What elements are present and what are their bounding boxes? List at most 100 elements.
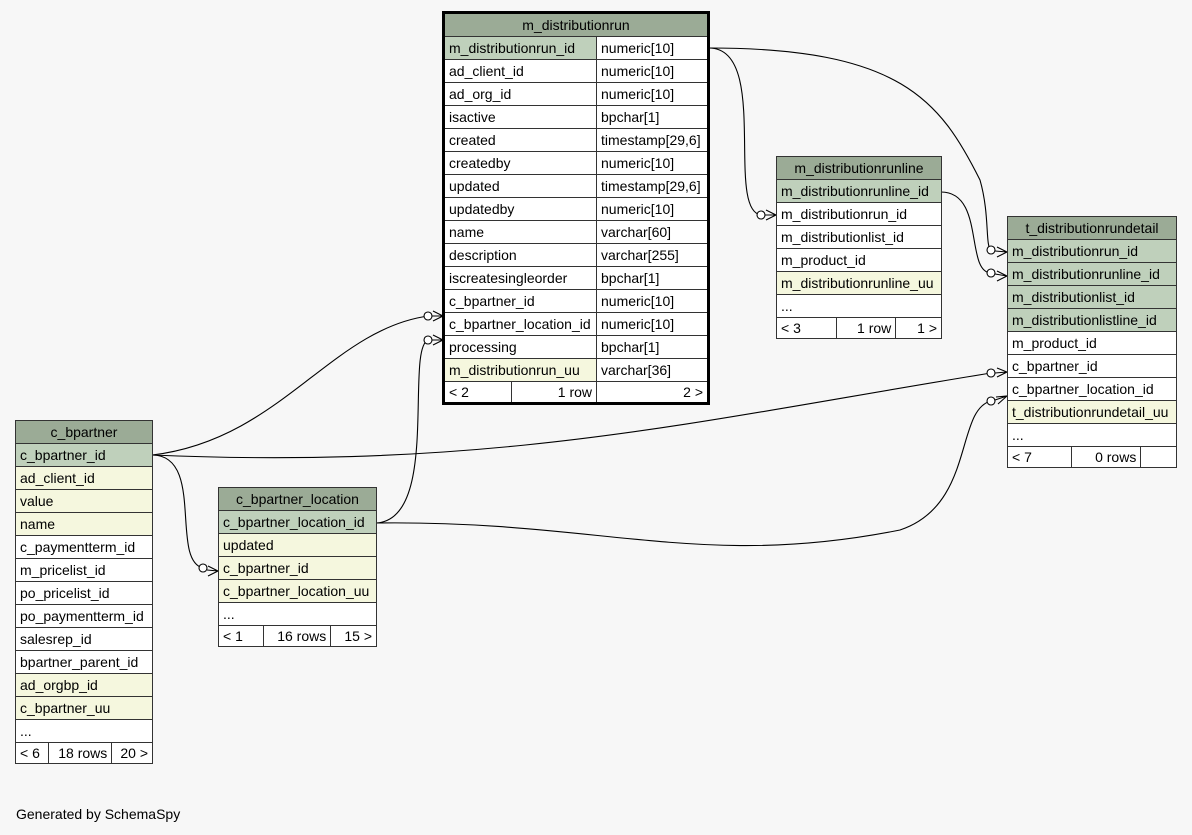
column-name[interactable]: bpartner_parent_id [15,650,153,674]
table-m-distributionrunline[interactable]: m_distributionrunline m_distributionrunl… [776,156,942,339]
column-name[interactable]: c_bpartner_id [218,556,377,580]
column-name[interactable]: po_paymentterm_id [15,604,153,628]
column-name[interactable]: ad_orgbp_id [15,673,153,697]
column-name[interactable]: c_bpartner_id [443,289,597,313]
column-name[interactable]: c_bpartner_id [15,443,153,467]
column-name[interactable]: c_bpartner_location_uu [218,579,377,603]
children-link[interactable]: 2 > [596,381,709,404]
column-name[interactable]: c_bpartner_uu [15,696,153,720]
table-row[interactable]: m_distributionlistline_id [1007,308,1177,332]
table-row[interactable]: c_bpartner_id [218,556,377,580]
column-name[interactable]: po_pricelist_id [15,581,153,605]
table-row[interactable]: ad_orgbp_id [15,673,153,697]
parents-link[interactable]: < 1 [218,625,264,647]
table-row[interactable]: m_distributionrunline_id [1007,262,1177,286]
column-name[interactable]: m_product_id [776,248,942,272]
table-row[interactable]: m_distributionrunline_id [776,179,942,203]
column-name[interactable]: c_bpartner_location_id [443,312,597,336]
parents-link[interactable]: < 7 [1007,446,1072,468]
column-name[interactable]: processing [443,335,597,359]
children-link[interactable]: 1 > [895,317,942,339]
column-name[interactable]: iscreatesingleorder [443,266,597,290]
parents-link[interactable]: < 3 [776,317,837,339]
column-name[interactable]: updatedby [443,197,597,221]
column-name[interactable]: m_pricelist_id [15,558,153,582]
table-row[interactable]: po_pricelist_id [15,581,153,605]
column-name[interactable]: t_distributionrundetail_uu [1007,400,1177,424]
table-title[interactable]: m_distributionrun [443,12,709,37]
table-row[interactable]: ad_client_id [15,466,153,490]
table-c-bpartner-location[interactable]: c_bpartner_location c_bpartner_location_… [218,487,377,647]
parents-link[interactable]: < 6 [15,742,49,764]
table-c-bpartner[interactable]: c_bpartner c_bpartner_id ad_client_id va… [15,420,153,764]
table-row[interactable]: po_paymentterm_id [15,604,153,628]
column-name[interactable]: m_distributionrun_id [776,202,942,226]
column-name[interactable]: ad_org_id [443,82,597,106]
table-row[interactable]: c_bpartner_location_uu [218,579,377,603]
column-name[interactable]: m_product_id [1007,331,1177,355]
table-row[interactable]: updated [218,533,377,557]
column-name[interactable]: ad_client_id [15,466,153,490]
column-name[interactable]: ad_client_id [443,59,597,83]
table-row[interactable]: c_bpartner_location_id [1007,377,1177,401]
table-row[interactable]: value [15,489,153,513]
column-name[interactable]: m_distributionrunline_id [776,179,942,203]
column-name[interactable]: updated [443,174,597,198]
column-name[interactable]: m_distributionrun_id [443,36,597,60]
table-title[interactable]: c_bpartner_location [218,487,377,511]
table-row[interactable]: c_bpartner_id [1007,354,1177,378]
parents-link[interactable]: < 2 [443,381,512,404]
column-name[interactable]: salesrep_id [15,627,153,651]
table-row[interactable]: c_bpartner_id [15,443,153,467]
table-m-distributionrun[interactable]: m_distributionrun m_distributionrun_id n… [442,11,710,405]
column-name[interactable]: m_distributionlist_id [1007,285,1177,309]
column-name[interactable]: m_distributionlistline_id [1007,308,1177,332]
table-t-distributionrundetail[interactable]: t_distributionrundetail m_distributionru… [1007,216,1177,468]
column-name[interactable]: name [15,512,153,536]
table-row[interactable]: m_product_id [776,248,942,272]
table-row[interactable]: name [15,512,153,536]
table-title[interactable]: t_distributionrundetail [1007,216,1177,240]
table-row[interactable]: m_distributionrun_id [1007,239,1177,263]
table-row[interactable]: m_distributionrun_id numeric[10] [443,36,709,60]
table-row[interactable]: c_bpartner_location_id [218,510,377,534]
table-row[interactable]: m_distributionrun_id [776,202,942,226]
column-name[interactable]: name [443,220,597,244]
table-row[interactable]: t_distributionrundetail_uu [1007,400,1177,424]
table-row[interactable]: m_distributionrunline_uu [776,271,942,295]
table-row[interactable]: c_bpartner_uu [15,696,153,720]
table-row[interactable]: bpartner_parent_id [15,650,153,674]
column-name[interactable]: c_bpartner_id [1007,354,1177,378]
column-name[interactable]: isactive [443,105,597,129]
table-row[interactable]: m_distributionlist_id [776,225,942,249]
table-title[interactable]: m_distributionrunline [776,156,942,180]
column-name[interactable]: m_distributionrun_uu [443,358,597,382]
children-link[interactable]: 20 > [111,742,153,764]
table-row[interactable]: m_distributionlist_id [1007,285,1177,309]
column-name[interactable]: created [443,128,597,152]
table-row[interactable]: m_pricelist_id [15,558,153,582]
column-name[interactable]: m_distributionlist_id [776,225,942,249]
column-name[interactable]: m_distributionrun_id [1007,239,1177,263]
column-name[interactable]: c_paymentterm_id [15,535,153,559]
column-name[interactable]: c_bpartner_location_id [218,510,377,534]
column-name[interactable]: m_distributionrunline_id [1007,262,1177,286]
column-name[interactable]: createdby [443,151,597,175]
table-row[interactable]: c_paymentterm_id [15,535,153,559]
column-name[interactable]: m_distributionrunline_uu [776,271,942,295]
table-row[interactable]: salesrep_id [15,627,153,651]
column-name[interactable]: c_bpartner_location_id [1007,377,1177,401]
